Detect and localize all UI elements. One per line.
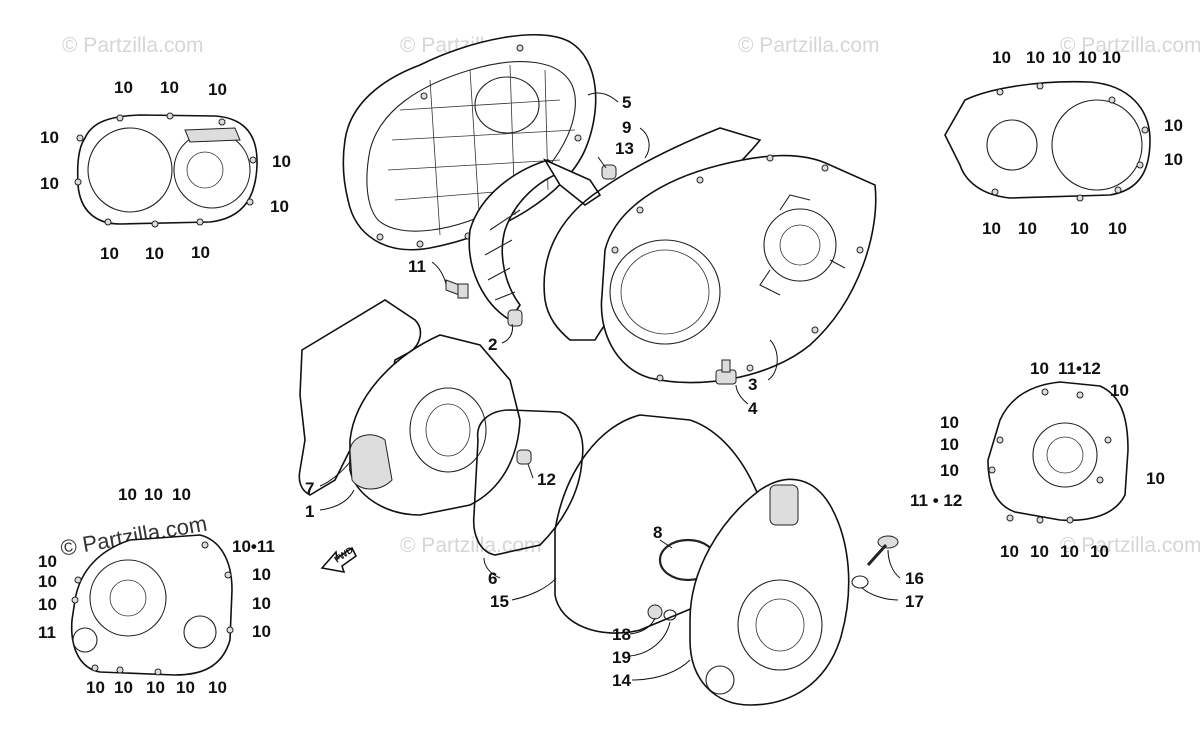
callout-11-12: 11•12 <box>1058 359 1101 378</box>
callout-10: 10 <box>1102 48 1121 67</box>
watermark: © Partzilla.com <box>400 534 542 557</box>
cover-part-3 <box>600 154 877 384</box>
callout-10: 10 <box>1030 359 1049 378</box>
callout-12: 12 <box>537 470 556 489</box>
crankcase-cover-part-1 <box>349 334 521 516</box>
callout-10: 10 <box>38 552 57 571</box>
watermark: © Partzilla.com <box>1060 34 1200 57</box>
callout-15: 15 <box>490 592 509 611</box>
callout-10: 10 <box>272 152 291 171</box>
cover-view-top-right <box>944 80 1151 202</box>
cover-view-middle-right <box>987 381 1129 524</box>
clutch-cover-view-top-left <box>74 112 258 228</box>
callout-10: 10 <box>38 595 57 614</box>
callout-4: 4 <box>748 399 758 418</box>
callout-2: 2 <box>488 335 497 354</box>
o-ring-part-17 <box>851 575 869 589</box>
callout-9: 9 <box>622 118 631 137</box>
callout-10: 10 <box>160 78 179 97</box>
outer-cover-part-5 <box>342 33 597 251</box>
callout-10: 10 <box>208 80 227 99</box>
callout-11: 11 <box>38 623 56 642</box>
callout-10: 10 <box>1090 542 1109 561</box>
dowel-pin-part-13 <box>601 164 617 180</box>
watermark: © Partzilla.com <box>1060 534 1200 557</box>
crankcase-cover-part-14 <box>689 478 850 706</box>
callout-10: 10 <box>208 678 227 697</box>
callout-10: 10 <box>1060 542 1079 561</box>
breather-fitting-part-4 <box>715 359 737 385</box>
forward-direction-arrow: FWD <box>320 544 358 574</box>
callout-13: 13 <box>615 139 634 158</box>
callout-10-11: 10•11 <box>232 537 275 556</box>
callout-10: 10 <box>144 485 163 504</box>
callout-11-12: 11 • 12 <box>910 491 962 510</box>
gasket-part-6 <box>472 409 584 556</box>
callout-5: 5 <box>622 93 631 112</box>
callout-7: 7 <box>305 479 314 498</box>
callout-10: 10 <box>252 622 271 641</box>
callout-10: 10 <box>100 244 119 263</box>
callout-10: 10 <box>270 197 289 216</box>
callout-10: 10 <box>940 413 959 432</box>
callout-17: 17 <box>905 592 924 611</box>
callout-19: 19 <box>612 648 631 667</box>
callout-10: 10 <box>252 565 271 584</box>
callout-10: 10 <box>118 485 137 504</box>
callout-10: 10 <box>191 243 210 262</box>
callout-10: 10 <box>1164 116 1183 135</box>
callout-10: 10 <box>1030 542 1049 561</box>
callout-10: 10 <box>145 244 164 263</box>
callout-18: 18 <box>612 625 631 644</box>
callout-10: 10 <box>1164 150 1183 169</box>
callout-10: 10 <box>252 594 271 613</box>
callout-10: 10 <box>940 461 959 480</box>
washer-part-19 <box>663 609 677 621</box>
drain-plug-part-18 <box>647 604 663 620</box>
callout-10: 10 <box>40 174 59 193</box>
callout-1: 1 <box>305 502 314 521</box>
callout-10: 10 <box>1000 542 1019 561</box>
callout-11: 11 <box>408 257 426 276</box>
callout-10: 10 <box>38 572 57 591</box>
callout-10: 10 <box>1026 48 1045 67</box>
callout-10: 10 <box>172 485 191 504</box>
callout-10: 10 <box>114 678 133 697</box>
callout-10: 10 <box>1018 219 1037 238</box>
callout-10: 10 <box>940 435 959 454</box>
callout-10: 10 <box>1078 48 1097 67</box>
callout-10: 10 <box>146 678 165 697</box>
callout-16: 16 <box>905 569 924 588</box>
callout-8: 8 <box>653 523 662 542</box>
callout-10: 10 <box>1070 219 1089 238</box>
dowel-pin-part-12 <box>516 449 532 465</box>
callout-10: 10 <box>1052 48 1071 67</box>
inner-shroud <box>468 158 602 327</box>
watermark: © Partzilla.com <box>62 34 204 57</box>
callout-labels: 5 9 13 11 2 3 4 7 1 12 6 15 8 18 19 14 1… <box>38 48 1183 697</box>
callout-10: 10 <box>1108 219 1127 238</box>
callout-3: 3 <box>748 375 757 394</box>
cover-view-bottom-left <box>70 534 234 676</box>
watermark: © Partzilla.com <box>738 34 880 57</box>
callout-10: 10 <box>176 678 195 697</box>
bolt-part-11 <box>445 279 469 299</box>
callout-10: 10 <box>86 678 105 697</box>
leader-lines <box>319 92 901 681</box>
callout-10: 10 <box>40 128 59 147</box>
dipstick-part-16 <box>866 535 899 567</box>
callout-10: 10 <box>992 48 1011 67</box>
callout-10: 10 <box>1146 469 1165 488</box>
callout-10: 10 <box>114 78 133 97</box>
callout-10: 10 <box>982 219 1001 238</box>
callout-6: 6 <box>488 569 497 588</box>
callout-14: 14 <box>612 671 631 690</box>
callout-10: 10 <box>1110 381 1129 400</box>
